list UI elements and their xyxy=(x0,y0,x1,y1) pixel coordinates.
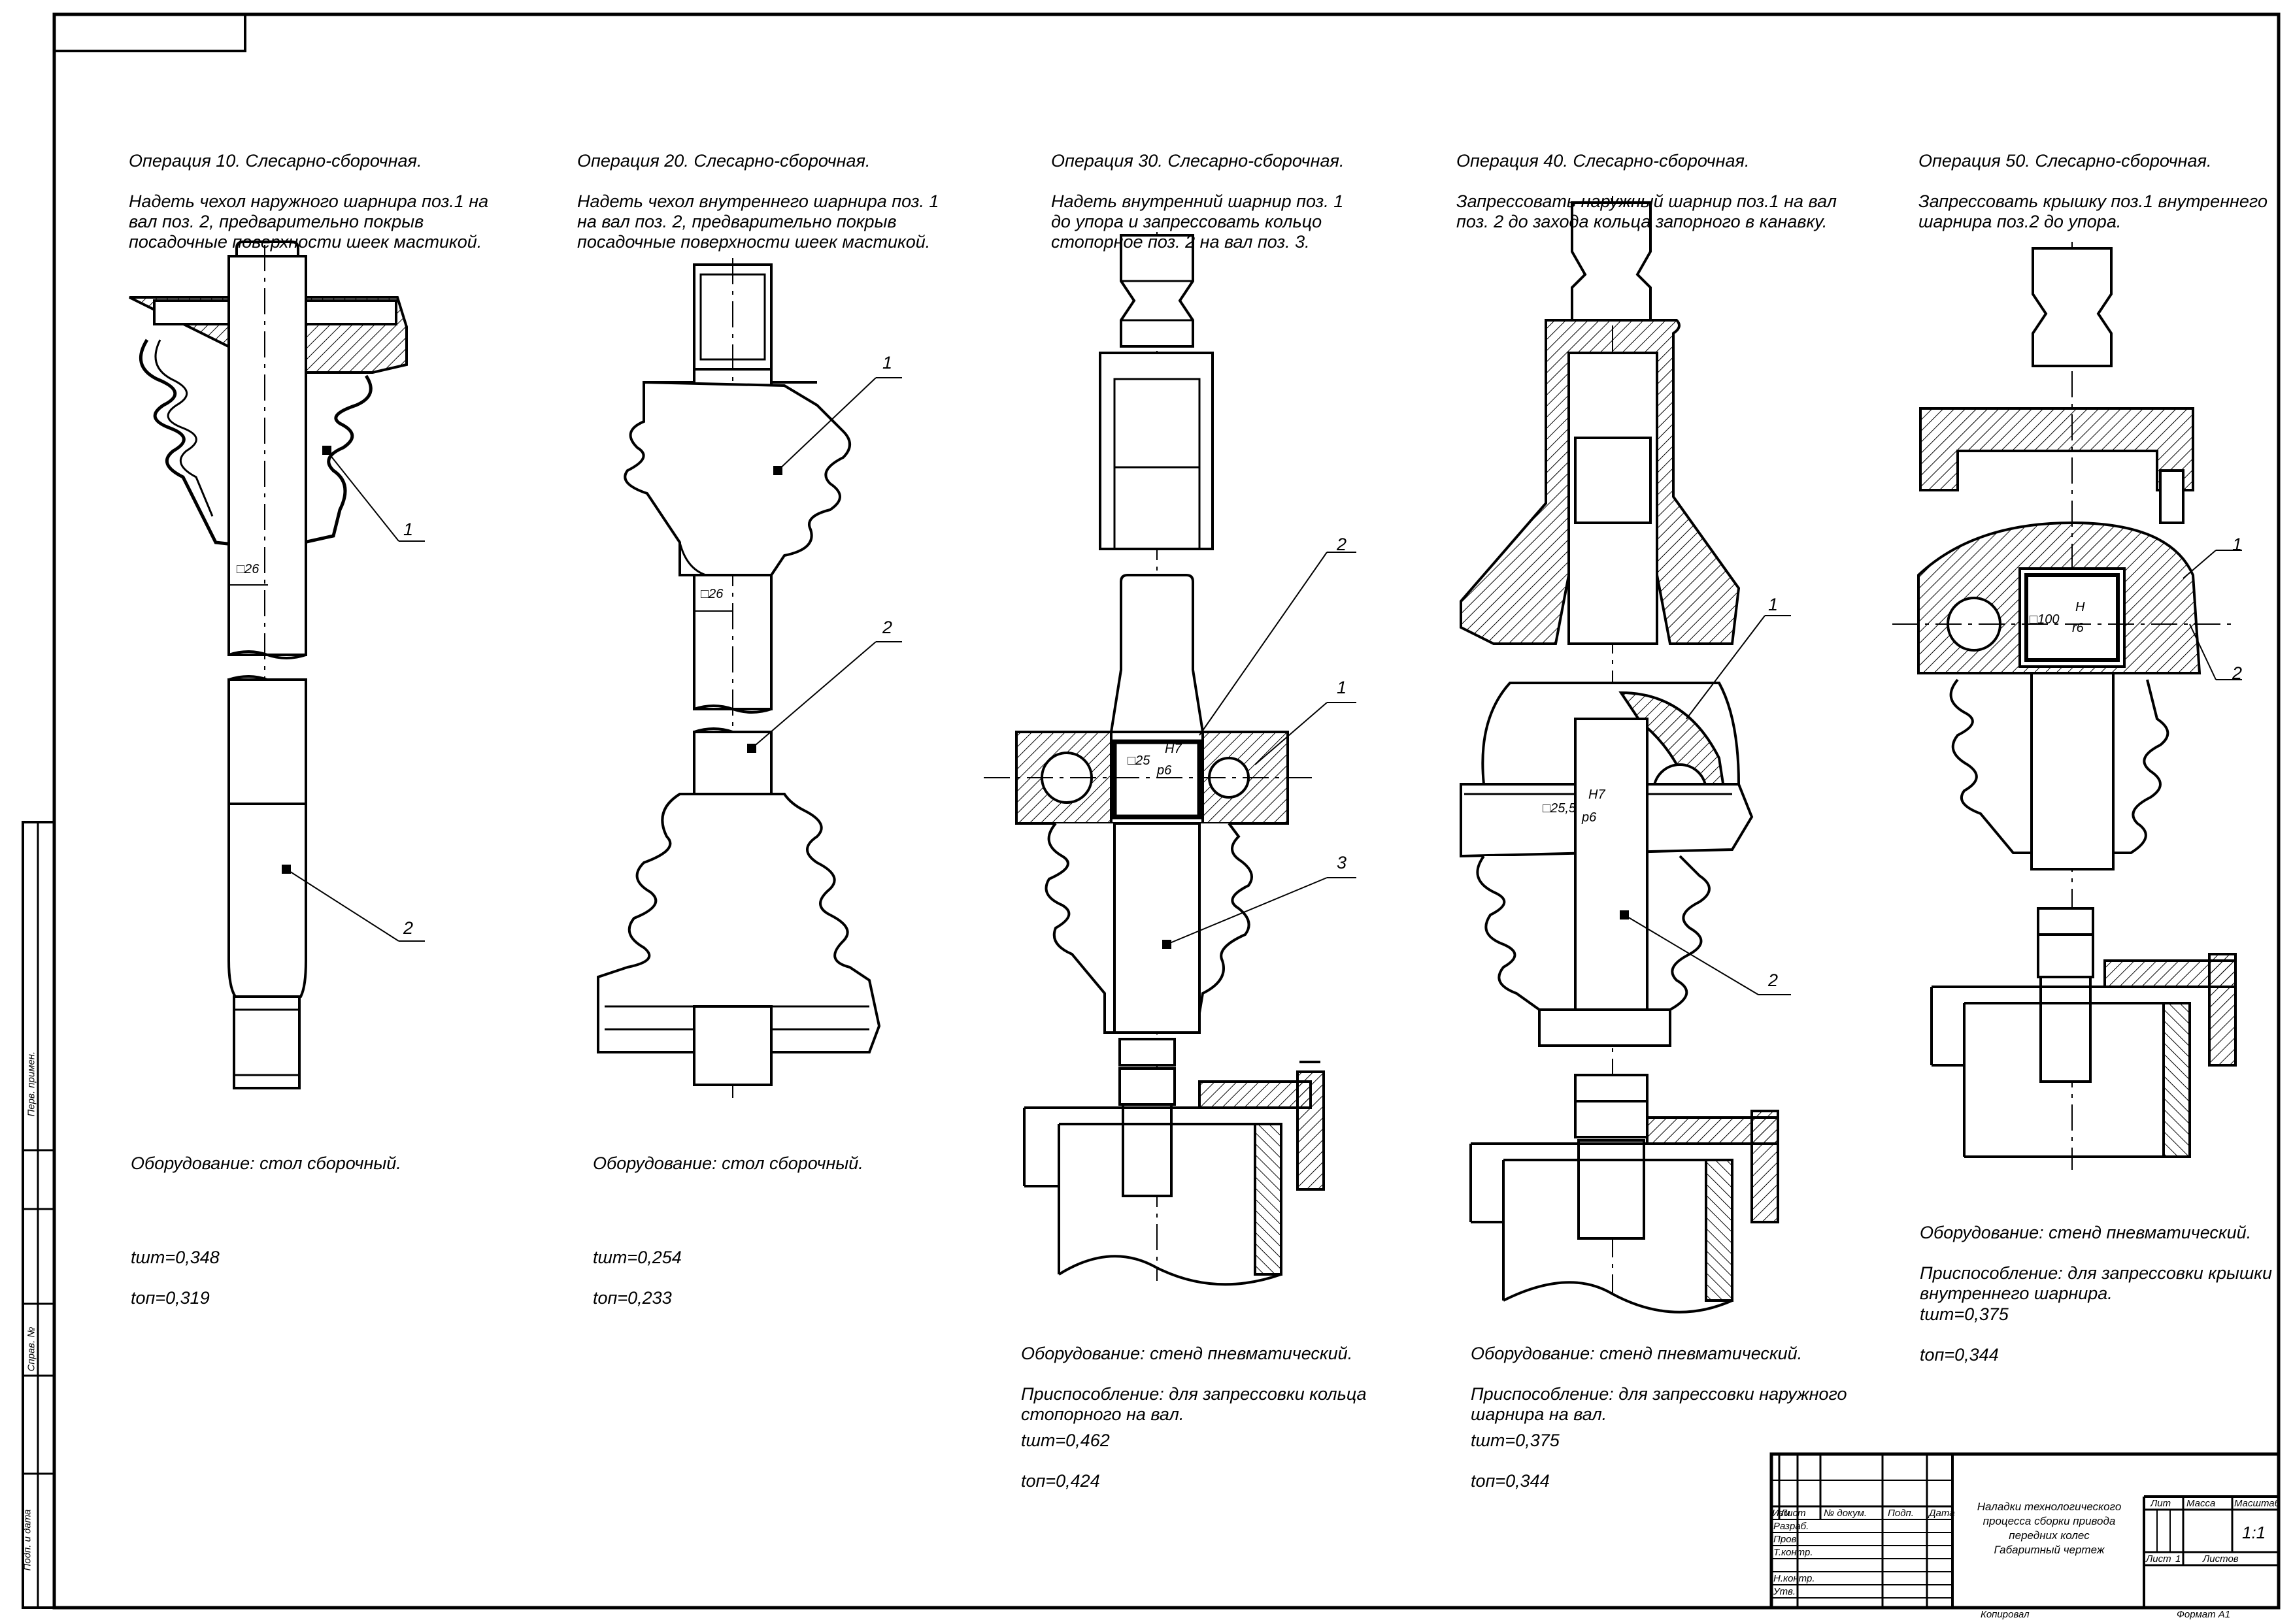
op50-t-op: tоп=0,344 xyxy=(1920,1345,1999,1365)
op50-position-1: 1 xyxy=(2232,535,2243,554)
tb-format: Формат A1 xyxy=(2177,1609,2231,1620)
op30-fit-top: H7 xyxy=(1165,742,1182,756)
tb-scale: 1:1 xyxy=(2242,1523,2266,1542)
op40-t-sht: tшт=0,375 xyxy=(1471,1431,1560,1450)
op30-equipment: Оборудование: стенд пневматический. xyxy=(1021,1344,1353,1363)
op10-equipment: Оборудование: стол сборочный. xyxy=(131,1153,401,1173)
op50-t-sht: tшт=0,375 xyxy=(1920,1304,2009,1324)
operation-50-title: Операция 50. Слесарно-сборочная. xyxy=(1918,151,2212,171)
op30-fit-bottom: p6 xyxy=(1157,763,1172,778)
op50-equipment: Оборудование: стенд пневматический. xyxy=(1920,1223,2252,1242)
op20-position-2: 2 xyxy=(882,618,893,637)
op20-position-1: 1 xyxy=(882,353,893,373)
op10-position-2: 2 xyxy=(403,918,414,938)
op40-position-2: 2 xyxy=(1768,970,1779,990)
sheet-frame xyxy=(22,12,2281,1610)
tb-copied: Копировал xyxy=(1981,1609,2030,1620)
op50-fixture: Приспособление: для запрессовки крышки в… xyxy=(1920,1263,2273,1303)
op30-dimension: □25 xyxy=(1128,754,1150,768)
operation-10-description: Надеть чехол наружного шарнира поз.1 на … xyxy=(129,191,489,252)
tb-header-list: Лист xyxy=(1781,1508,1806,1519)
side-stamp-perv-primen: Перв. примен. xyxy=(25,1051,37,1117)
tb-header-date: Дата xyxy=(1929,1508,1955,1519)
op50-times: tшт=0,375 tоп=0,344 xyxy=(1920,1284,2009,1365)
operation-20-heading: Операция 20. Слесарно-сборочная. Надеть … xyxy=(577,131,939,252)
operation-40-drawing xyxy=(1460,196,1791,1314)
op40-equipment-block: Оборудование: стенд пневматический. Прис… xyxy=(1471,1323,1847,1425)
op30-fixture: Приспособление: для запрессовки кольца с… xyxy=(1021,1384,1367,1424)
tb-mass: Масса xyxy=(2186,1498,2216,1509)
op40-dimension: □25,5 xyxy=(1543,801,1577,816)
tb-role-utv: Утв. xyxy=(1773,1586,1796,1597)
op30-times: tшт=0,462 tоп=0,424 xyxy=(1021,1410,1110,1491)
op30-position-1: 1 xyxy=(1337,678,1347,697)
tb-scale-label: Масштаб xyxy=(2234,1498,2281,1509)
tb-role-prov: Пров. xyxy=(1773,1534,1799,1545)
op50-position-2: 2 xyxy=(2232,663,2243,683)
op40-times: tшт=0,375 tоп=0,344 xyxy=(1471,1410,1560,1491)
op30-position-2: 2 xyxy=(1337,535,1347,554)
tb-header-doc: № докум. xyxy=(1824,1508,1867,1519)
title-block xyxy=(1769,1452,2281,1610)
op10-t-sht: tшт=0,348 xyxy=(131,1248,220,1267)
op40-t-op: tоп=0,344 xyxy=(1471,1471,1550,1491)
op50-equipment-block: Оборудование: стенд пневматический. Прис… xyxy=(1920,1202,2272,1304)
tb-role-razrab: Разраб. xyxy=(1773,1521,1809,1532)
op40-fit-top: H7 xyxy=(1588,787,1605,802)
op20-times: tшт=0,254 tоп=0,233 xyxy=(593,1227,682,1308)
operation-40-description: Запрессовать наружный шарнир поз.1 на ва… xyxy=(1456,191,1837,231)
tb-header-sign: Подп. xyxy=(1888,1508,1914,1519)
operation-50-description: Запрессовать крышку поз.1 внутреннего ша… xyxy=(1918,191,2268,231)
tb-role-nkontr: Н.контр. xyxy=(1773,1573,1815,1584)
operation-50-heading: Операция 50. Слесарно-сборочная. Запресс… xyxy=(1918,131,2268,232)
op10-t-op: tоп=0,319 xyxy=(131,1288,210,1308)
op10-position-1: 1 xyxy=(403,520,414,539)
op40-fixture: Приспособление: для запрессовки наружног… xyxy=(1471,1384,1847,1424)
op50-fit-bottom: r6 xyxy=(2072,621,2084,635)
op20-equipment: Оборудование: стол сборочный. xyxy=(593,1153,863,1173)
op30-position-3: 3 xyxy=(1337,853,1347,872)
op30-t-op: tоп=0,424 xyxy=(1021,1471,1100,1491)
tb-sheets: Листов xyxy=(2203,1553,2239,1565)
operation-30-heading: Операция 30. Слесарно-сборочная. Надеть … xyxy=(1051,131,1344,252)
op50-dimension: □100 xyxy=(2030,612,2060,627)
operation-40-title: Операция 40. Слесарно-сборочная. xyxy=(1456,151,1750,171)
op40-position-1: 1 xyxy=(1768,595,1779,614)
operation-10-title: Операция 10. Слесарно-сборочная. xyxy=(129,151,422,171)
tb-role-tkontr: Т.контр. xyxy=(1773,1547,1813,1558)
operation-10-heading: Операция 10. Слесарно-сборочная. Надеть … xyxy=(129,131,488,252)
tb-lit: Лит xyxy=(2151,1498,2171,1509)
operation-20-drawing xyxy=(597,258,902,1098)
operation-20-title: Операция 20. Слесарно-сборочная. xyxy=(577,151,871,171)
op30-t-sht: tшт=0,462 xyxy=(1021,1431,1110,1450)
tb-sheet: Лист xyxy=(2146,1553,2171,1565)
op30-equipment-block: Оборудование: стенд пневматический. Прис… xyxy=(1021,1323,1367,1425)
op10-times: tшт=0,348 tоп=0,319 xyxy=(131,1227,220,1308)
op20-t-sht: tшт=0,254 xyxy=(593,1248,682,1267)
side-stamp-sprav: Справ. № xyxy=(25,1327,37,1372)
operation-30-title: Операция 30. Слесарно-сборочная. xyxy=(1051,151,1345,171)
tb-header-izm: Изм xyxy=(1772,1508,1790,1519)
op20-t-op: tоп=0,233 xyxy=(593,1288,672,1308)
op50-fit-top: H xyxy=(2075,600,2085,614)
title-block-title: Наладки технологического процесса сборки… xyxy=(1977,1500,2122,1556)
operation-50-drawing xyxy=(1892,242,2242,1170)
op40-equipment: Оборудование: стенд пневматический. xyxy=(1471,1344,1803,1363)
op40-fit-bottom: p6 xyxy=(1582,810,1597,825)
tb-sheet-no: 1 xyxy=(2175,1553,2181,1565)
operation-30-description: Надеть внутренний шарнир поз. 1 до упора… xyxy=(1051,191,1344,252)
op20-dimension: □26 xyxy=(701,587,724,601)
operation-40-heading: Операция 40. Слесарно-сборочная. Запресс… xyxy=(1456,131,1837,232)
operation-30-drawing xyxy=(984,232,1356,1286)
op10-dimension: □26 xyxy=(237,562,259,576)
operation-20-description: Надеть чехол внутреннего шарнира поз. 1 … xyxy=(577,191,939,252)
side-stamp-podp-data: Подп. и дата xyxy=(22,1509,33,1571)
operation-10-drawing xyxy=(129,240,425,1089)
